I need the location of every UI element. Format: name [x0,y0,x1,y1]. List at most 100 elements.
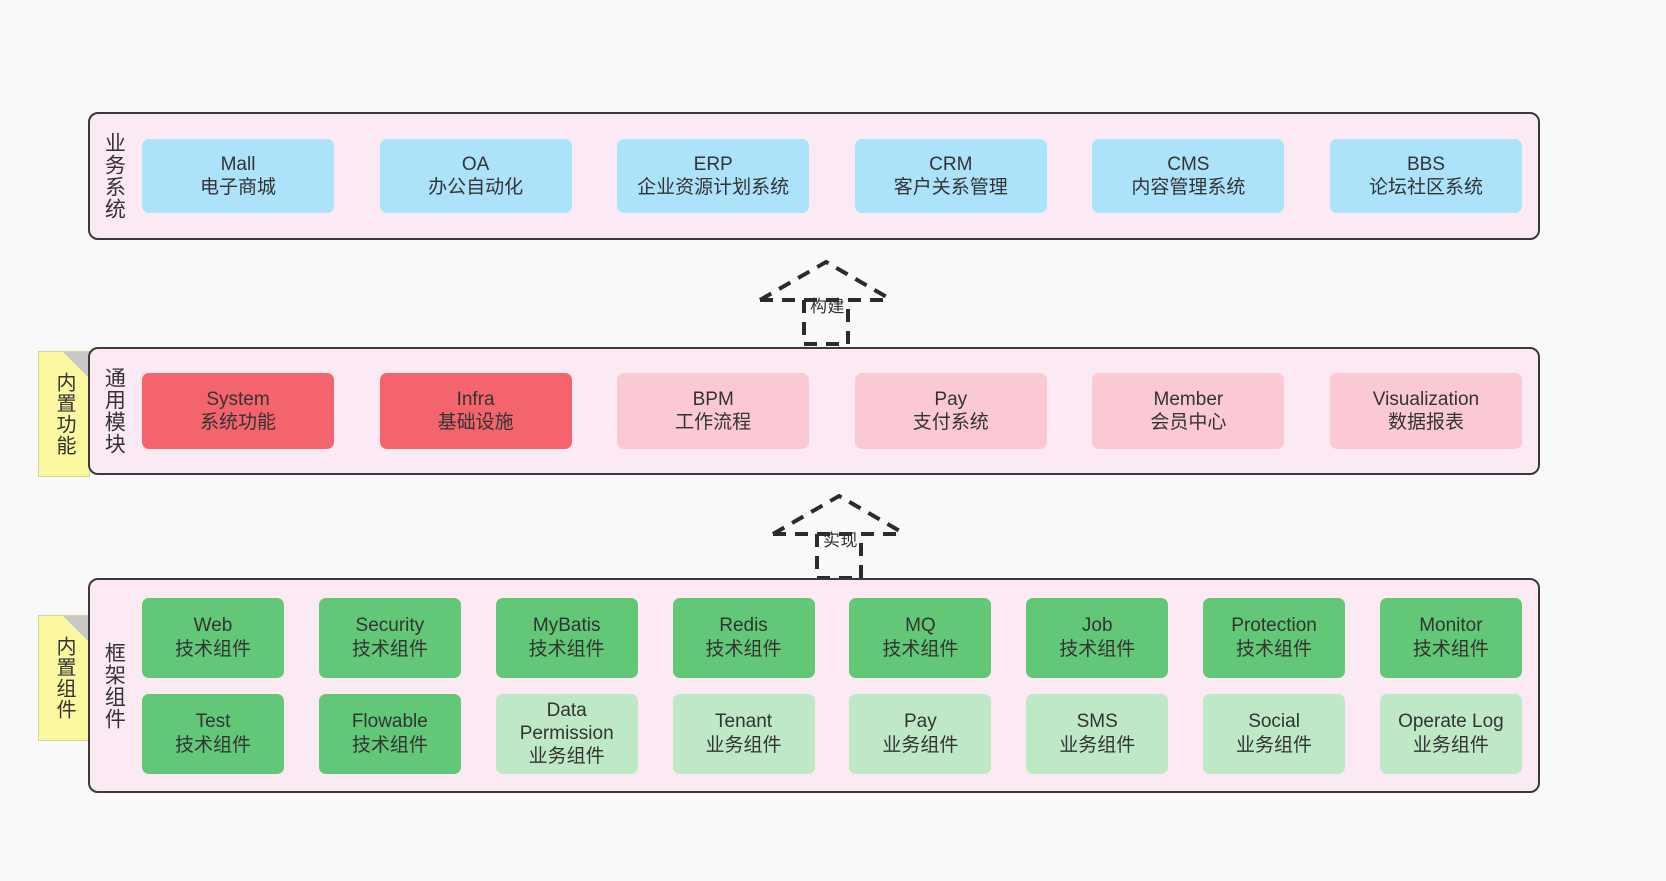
node-bbs[interactable]: BBS 论坛社区系统 [1329,139,1522,213]
business-node-row: Mall 电子商城 OA 办公自动化 ERP 企业资源计划系统 CRM 客户关系… [142,139,1522,213]
sticky-note-label: 内置功能 [53,372,75,456]
node-name: Social [1248,711,1300,733]
node-desc: 支付系统 [912,412,989,433]
node-data-permission[interactable]: Data Permission 业务组件 [495,693,638,774]
node-name: Redis [719,615,768,637]
folded-corner-icon [63,616,89,642]
node-name: Tenant [715,711,773,733]
node-system[interactable]: System 系统功能 [142,373,334,449]
node-desc: 技术组件 [705,638,782,660]
framework-node-row-1: Web 技术组件 Security 技术组件 MyBatis 技术组件 Redi… [142,597,1522,678]
node-crm[interactable]: CRM 客户关系管理 [854,139,1047,213]
node-desc: 办公自动化 [428,177,524,198]
node-name: ERP [693,153,733,175]
node-redis[interactable]: Redis 技术组件 [672,597,815,678]
node-mybatis[interactable]: MyBatis 技术组件 [495,597,638,678]
node-cms[interactable]: CMS 内容管理系统 [1092,139,1285,213]
arrow-head-outline [759,259,893,302]
node-operate-log[interactable]: Operate Log 业务组件 [1379,693,1522,774]
sticky-note-builtin-function: 内置功能 [38,351,90,477]
node-desc: 业务组件 [528,746,605,768]
node-desc: 工作流程 [675,412,752,433]
node-visualization[interactable]: Visualization 数据报表 [1329,373,1522,449]
arrow-implement: 实现 [763,488,923,580]
node-desc: 内容管理系统 [1131,177,1246,198]
node-name: Visualization [1372,388,1480,410]
node-mall[interactable]: Mall 电子商城 [142,139,334,213]
node-job[interactable]: Job 技术组件 [1026,597,1169,678]
layer-body-business-system: Mall 电子商城 OA 办公自动化 ERP 企业资源计划系统 CRM 客户关系… [136,114,1538,238]
node-desc: 业务组件 [1236,734,1313,756]
node-name: Test [195,711,231,733]
node-name: Member [1153,388,1224,410]
node-oa[interactable]: OA 办公自动化 [379,139,572,213]
arrow-head-outline [772,493,906,536]
layer-common-modules: 通用模块 System 系统功能 Infra 基础设施 BPM 工作流程 Pay [88,347,1540,475]
node-name: Pay [934,388,968,410]
node-name: Mall [220,153,256,175]
node-desc: 数据报表 [1387,412,1464,433]
node-name: Protection [1231,615,1317,637]
arrow-build-label: 构建 [810,297,845,316]
node-desc: 论坛社区系统 [1368,177,1483,198]
layer-framework-components: 框架组件 Web 技术组件 Security 技术组件 MyBatis 技术组件… [88,578,1540,793]
node-name: Flowable [351,711,428,733]
sticky-note-label: 内置组件 [53,636,75,720]
node-pay-component[interactable]: Pay 业务组件 [849,693,992,774]
node-name: MQ [905,615,936,637]
node-desc: 技术组件 [174,638,251,660]
node-desc: 客户关系管理 [893,177,1008,198]
node-pay[interactable]: Pay 支付系统 [854,373,1047,449]
node-desc: 企业资源计划系统 [637,177,790,198]
node-security[interactable]: Security 技术组件 [318,597,461,678]
node-desc: 基础设施 [437,412,514,433]
node-desc: 技术组件 [528,638,605,660]
node-desc: 技术组件 [174,734,251,756]
node-erp[interactable]: ERP 企业资源计划系统 [617,139,810,213]
node-name: OA [461,153,490,175]
node-name: MyBatis [532,615,601,637]
layer-title-framework-components: 框架组件 [102,641,126,730]
node-desc: 业务组件 [1059,734,1136,756]
node-desc: 业务组件 [1412,734,1489,756]
node-protection[interactable]: Protection 技术组件 [1203,597,1346,678]
node-desc: 技术组件 [882,638,959,660]
arrow-implement-label: 实现 [823,531,858,550]
node-desc: 技术组件 [1236,638,1313,660]
node-web[interactable]: Web 技术组件 [142,597,284,678]
node-name: Pay [904,711,937,733]
node-desc: 业务组件 [705,734,782,756]
layer-body-common-modules: System 系统功能 Infra 基础设施 BPM 工作流程 Pay 支付系统… [136,349,1538,473]
node-social[interactable]: Social 业务组件 [1203,693,1346,774]
node-infra[interactable]: Infra 基础设施 [379,373,572,449]
node-name: System [206,388,270,410]
node-name: SMS [1076,711,1118,733]
node-name: Operate Log [1398,711,1504,733]
node-desc: 技术组件 [1059,638,1136,660]
node-mq[interactable]: MQ 技术组件 [849,597,992,678]
node-flowable[interactable]: Flowable 技术组件 [318,693,461,774]
node-bpm[interactable]: BPM 工作流程 [617,373,810,449]
node-desc: 会员中心 [1150,412,1227,433]
node-name: BBS [1406,153,1445,175]
node-test[interactable]: Test 技术组件 [142,693,284,774]
arrow-build: 构建 [750,254,910,346]
node-name: Security [355,615,425,637]
node-desc: 技术组件 [1412,638,1489,660]
layer-business-system: 业务系统 Mall 电子商城 OA 办公自动化 ERP 企业资源计划系统 CRM [88,112,1540,240]
node-monitor[interactable]: Monitor 技术组件 [1379,597,1522,678]
node-name: BPM [692,388,734,410]
node-sms[interactable]: SMS 业务组件 [1026,693,1169,774]
node-name: Infra [456,388,495,410]
node-desc: 技术组件 [351,638,428,660]
node-desc: 业务组件 [882,734,959,756]
node-name: Monitor [1419,615,1483,637]
node-tenant[interactable]: Tenant 业务组件 [672,693,815,774]
framework-node-row-2: Test 技术组件 Flowable 技术组件 Data Permission … [142,693,1522,774]
folded-corner-icon [63,352,89,378]
node-member[interactable]: Member 会员中心 [1092,373,1285,449]
arrow-shaft [802,300,850,346]
node-name: Job [1081,615,1113,637]
common-node-row: System 系统功能 Infra 基础设施 BPM 工作流程 Pay 支付系统… [142,373,1522,449]
